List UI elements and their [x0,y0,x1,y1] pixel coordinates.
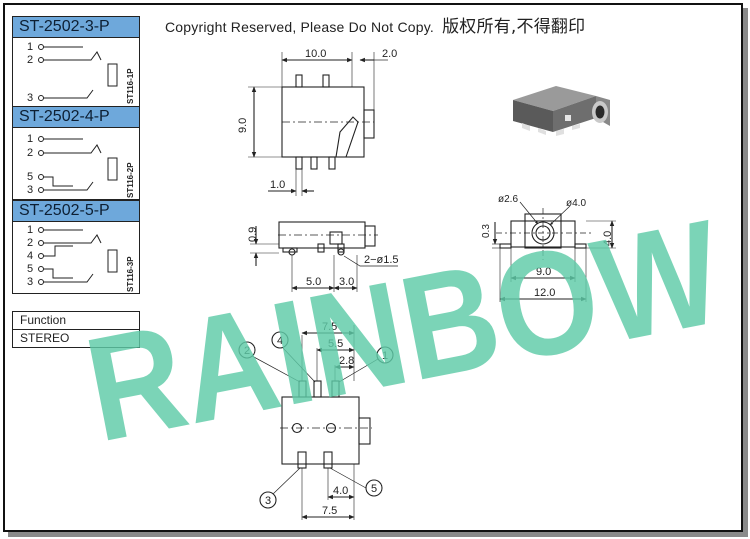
product-3d-render [513,86,610,136]
pin-label: 3 [27,276,34,288]
pin-schematic [38,227,118,285]
copyright-en: Copyright Reserved, Please Do Not Copy. [165,19,434,35]
dim-fp-top-short: 2.8 [339,355,354,367]
function-label: Function [13,312,139,330]
dim-fp-top-total: 7.5 [322,321,337,333]
dim-side-h1: 0.9 [247,227,259,242]
callout-4: 4 [277,335,283,347]
pin-label: 1 [27,224,34,236]
dim-front-hole-large: ø4.0 [566,198,586,209]
frame-shadow-right [743,8,748,537]
model-title: ST-2502-5-P [13,201,139,222]
callout-3: 3 [265,495,271,507]
copyright-notice: Copyright Reserved, Please Do Not Copy. … [165,12,585,37]
dim-fp-top-mid: 5.5 [328,338,343,350]
dim-side-holes: 2−ø1.5 [364,254,399,266]
rainbow-watermark: RAINBOW [74,189,734,473]
pin-label: 2 [27,237,34,249]
pin-schematic [38,136,118,193]
pin-label: 5 [27,171,34,183]
dim-front-offset: 0.3 [481,224,492,238]
pin-label: 2 [27,147,34,159]
footprint-view [238,325,394,520]
frame-shadow-bottom [8,532,748,537]
dim-top-pin: 1.0 [270,179,285,191]
model-box-3p: ST-2502-3-P 1 2 3 ST116-1P [12,16,140,108]
pin-schematic [38,44,118,101]
callout-5: 5 [371,483,377,495]
pin-label: 2 [27,54,34,66]
callout-2: 2 [244,345,250,357]
dim-side-pitch-a: 5.0 [306,276,321,288]
dim-fp-bottom-total: 7.5 [322,505,337,517]
dim-top-width: 10.0 [305,48,326,60]
dim-top-height: 9.0 [237,118,249,133]
dim-fp-bottom-pitch: 4.0 [333,485,348,497]
model-box-4p: ST-2502-4-P 1 2 5 3 ST116-2P [12,106,140,200]
pin-label: 1 [27,133,34,145]
dim-side-pitch-b: 3.0 [339,276,354,288]
dim-top-offset: 2.0 [382,48,397,60]
copyright-cn: 版权所有,不得翻印 [442,17,586,37]
dim-front-inner: 9.0 [536,266,551,278]
pin-label: 3 [27,184,34,196]
function-value: STEREO [20,331,70,345]
drawing-frame [3,3,743,532]
side-view [250,221,398,292]
dim-front-height: 4.0 [602,231,614,246]
dim-front-overall: 12.0 [534,287,555,299]
dim-front-hole-small: ø2.6 [498,194,518,205]
function-table: Function STEREO [12,311,140,348]
top-view [248,52,388,196]
pin-label: 1 [27,41,34,53]
model-box-5p: ST-2502-5-P 1 2 4 5 3 ST116-3P [12,200,140,294]
pin-label: 5 [27,263,34,275]
pin-label: 4 [27,250,34,262]
model-title: ST-2502-3-P [13,17,139,38]
model-title: ST-2502-4-P [13,107,139,128]
front-view [492,201,616,302]
callout-1: 1 [382,350,388,362]
pin-label: 3 [27,92,34,104]
